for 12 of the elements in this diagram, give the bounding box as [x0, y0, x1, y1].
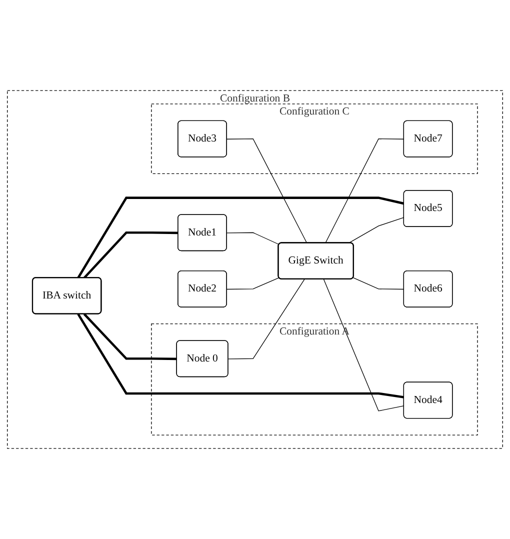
connector	[83, 313, 177, 360]
connector	[348, 217, 404, 244]
connector	[352, 277, 404, 290]
connector	[226, 232, 280, 245]
connector	[226, 277, 280, 290]
connector	[228, 278, 305, 360]
connector	[323, 278, 404, 412]
connector	[83, 231, 178, 279]
connector	[77, 196, 404, 278]
connector	[325, 138, 404, 244]
connector	[226, 138, 308, 244]
connector	[77, 313, 404, 398]
